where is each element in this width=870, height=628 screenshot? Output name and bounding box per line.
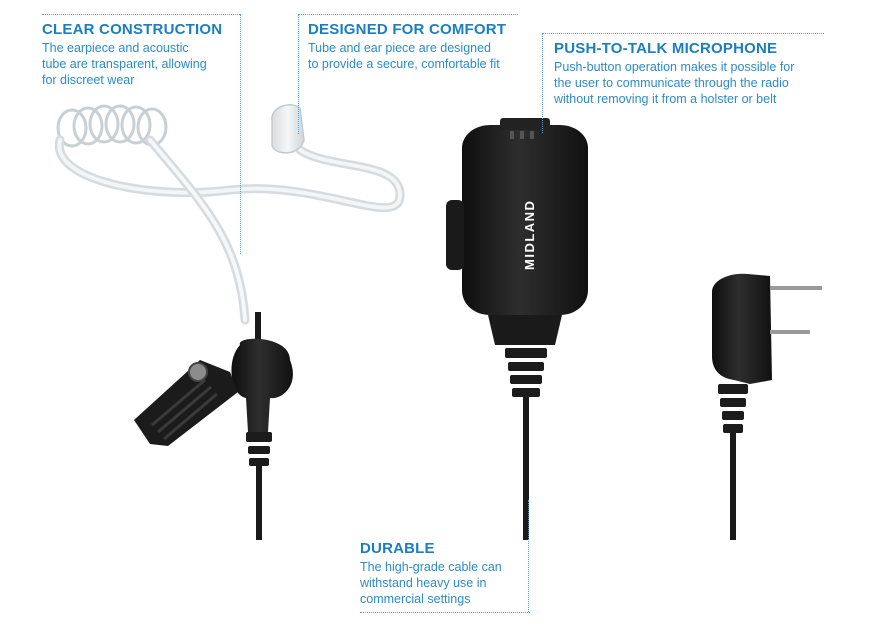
leader-line-clear-construction — [240, 14, 241, 254]
callout-title: CLEAR CONSTRUCTION — [42, 21, 223, 38]
brand-logo-text: MIDLAND — [522, 200, 537, 270]
callout-text: Push-button operation makes it possible … — [554, 60, 795, 106]
brand-logo: MIDLAND — [522, 200, 537, 270]
leader-line-clear-construction-top — [42, 14, 240, 15]
callout-title: DURABLE — [360, 540, 435, 557]
leader-line-push-to-talk — [542, 33, 543, 133]
earpiece-clip — [134, 312, 293, 540]
leader-line-designed-for-comfort — [298, 14, 299, 134]
acoustic-tube — [54, 104, 405, 325]
leader-line-durable — [528, 500, 529, 612]
callout-title: DESIGNED FOR COMFORT — [308, 21, 507, 38]
callout-designed-for-comfort: DESIGNED FOR COMFORT Tube and ear piece … — [308, 21, 538, 72]
leader-line-durable-bottom — [360, 612, 530, 613]
callout-clear-construction: CLEAR CONSTRUCTION The earpiece and acou… — [42, 21, 242, 88]
callout-push-to-talk: PUSH-TO-TALK MICROPHONE Push-button oper… — [554, 40, 834, 107]
callout-durable: DURABLE The high-grade cable can withsta… — [360, 540, 530, 607]
radio-connector — [712, 273, 822, 540]
callout-text: The earpiece and acoustic tube are trans… — [42, 41, 207, 87]
leader-line-push-to-talk-top — [542, 33, 824, 34]
speaker-microphone — [446, 118, 588, 540]
leader-line-designed-for-comfort-top — [298, 14, 518, 15]
callout-text: Tube and ear piece are designed to provi… — [308, 41, 500, 71]
callout-title: PUSH-TO-TALK MICROPHONE — [554, 40, 778, 57]
ear-bud — [271, 104, 305, 154]
callout-text: The high-grade cable can withstand heavy… — [360, 560, 502, 606]
